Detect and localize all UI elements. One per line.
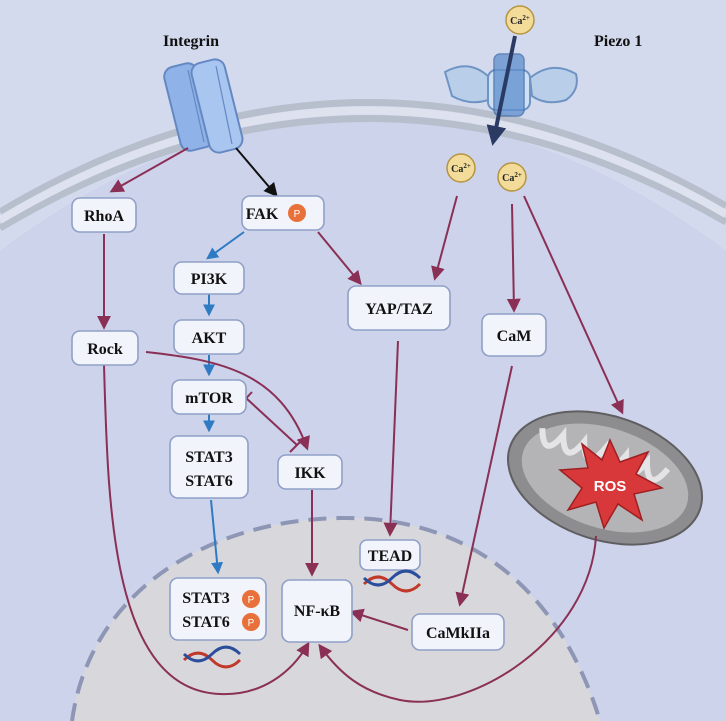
node-nfkb: NF-κB [281, 579, 353, 643]
calcium-influx-arrow [486, 35, 517, 146]
node-stat-phospho: STAT3 STAT6 P P [169, 577, 267, 669]
svg-text:P: P [248, 595, 255, 606]
ros-label: ROS [594, 478, 627, 495]
edge-fak-pi3k [206, 231, 245, 260]
svg-text:Rock: Rock [87, 341, 123, 358]
membrane-inner [0, 115, 726, 232]
edge-integrin-rhoa [109, 147, 189, 193]
edge-calcium-yap [431, 195, 458, 281]
svg-text:P: P [294, 209, 301, 220]
node-mtor: mTOR [171, 379, 247, 415]
node-akt: AKT [173, 319, 245, 355]
svg-text:IKK: IKK [294, 465, 326, 482]
calcium-ion-left: Ca2+ [446, 153, 476, 183]
edge-rock-nfkb [103, 364, 310, 696]
edge-calcium-cam [506, 203, 521, 313]
edge-yap-tead [383, 340, 399, 537]
svg-text:YAP/TAZ: YAP/TAZ [365, 301, 433, 318]
dna-icon-tead [362, 569, 422, 593]
piezo-label: Piezo 1 [594, 33, 642, 50]
svg-text:RhoA: RhoA [84, 208, 124, 225]
svg-text:Ca2+: Ca2+ [510, 14, 530, 27]
node-cam: CaM [481, 313, 547, 357]
edge-mito-nfkb [318, 535, 597, 703]
node-yap-taz: YAP/TAZ [347, 285, 451, 331]
svg-text:Ca2+: Ca2+ [502, 171, 522, 184]
membrane-outer [0, 99, 726, 216]
svg-text:CaM: CaM [497, 328, 532, 345]
node-tead: TEAD [359, 539, 422, 593]
node-rhoa: RhoA [71, 197, 137, 233]
calcium-ion-right: Ca2+ [497, 162, 527, 192]
nuclear-envelope [70, 515, 602, 721]
edge-calcium-mito [523, 195, 624, 415]
extracellular-space [0, 0, 726, 250]
phospho-badge-stat3: P [242, 590, 260, 608]
svg-text:AKT: AKT [192, 330, 227, 347]
svg-text:Ca2+: Ca2+ [451, 162, 471, 175]
svg-text:CaMkIIa: CaMkIIa [426, 625, 490, 642]
node-rock: Rock [71, 330, 139, 366]
node-fak: FAK P [241, 195, 325, 231]
svg-text:TEAD: TEAD [368, 548, 412, 565]
edge-camk-nfkb [349, 608, 409, 631]
svg-text:P: P [248, 618, 255, 629]
integrin-label: Integrin [163, 33, 219, 50]
membrane-core [0, 106, 726, 224]
edge-cam-camk [455, 365, 513, 607]
node-ikk: IKK [277, 454, 343, 490]
svg-text:FAK: FAK [246, 206, 279, 223]
svg-text:STAT3: STAT3 [182, 590, 229, 607]
node-pi3k: PI3K [173, 261, 245, 295]
edge-mtor-inhibits-ikk [245, 397, 298, 446]
phospho-badge-stat6: P [242, 613, 260, 631]
svg-text:PI3K: PI3K [191, 271, 228, 288]
edge-rock-ikk [145, 351, 310, 451]
svg-text:STAT3: STAT3 [185, 449, 232, 466]
svg-text:NF-κB: NF-κB [294, 603, 341, 620]
piezo-channel-icon [443, 53, 578, 117]
svg-text:mTOR: mTOR [185, 390, 233, 407]
integrin-icon [163, 58, 244, 154]
calcium-ion-top: Ca2+ [505, 5, 535, 35]
node-stat: STAT3 STAT6 [169, 435, 249, 499]
ros-burst-icon: ROS [558, 438, 665, 530]
dna-icon-stat [182, 645, 242, 669]
svg-text:STAT6: STAT6 [185, 473, 232, 490]
node-camkiia: CaMkIIa [411, 613, 505, 651]
phospho-badge-fak: P [288, 204, 306, 222]
edge-integrin-fak [235, 147, 278, 198]
edge-fak-yap [317, 231, 362, 286]
svg-text:STAT6: STAT6 [182, 614, 229, 631]
edge-stat-nuclear [210, 499, 224, 575]
